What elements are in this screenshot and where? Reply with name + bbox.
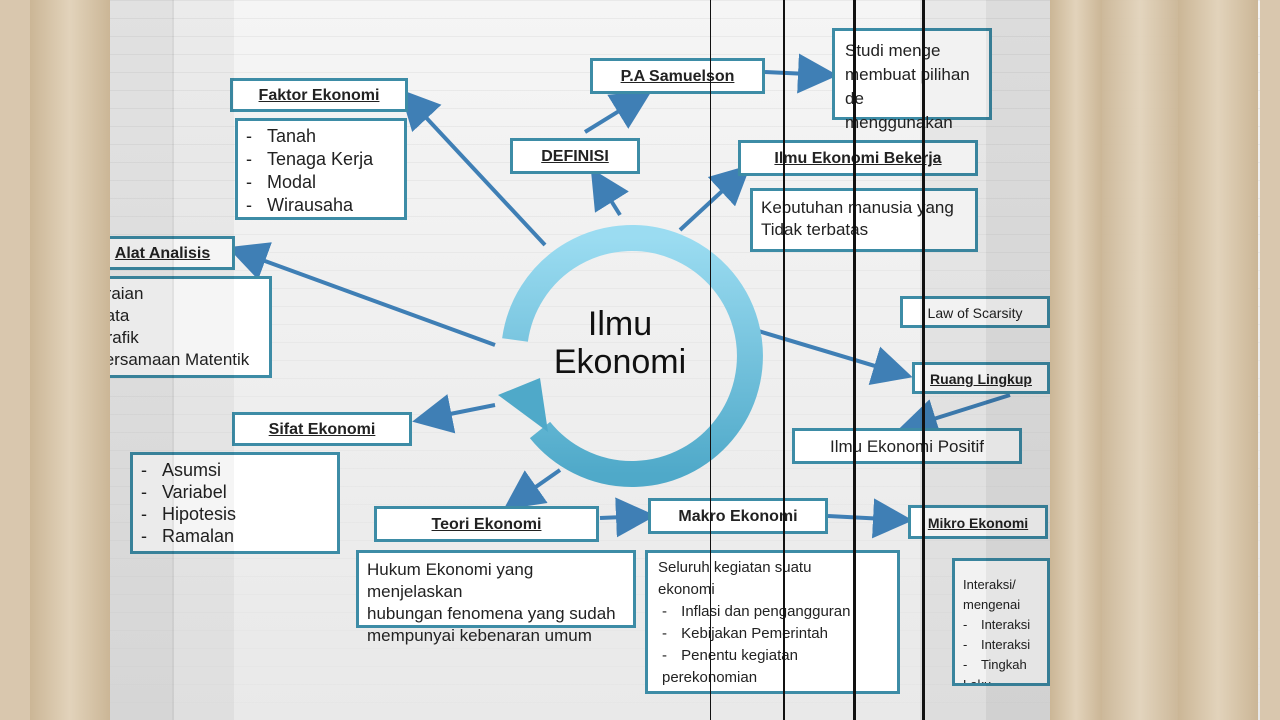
samuelson-node: P.A Samuelson bbox=[590, 58, 765, 94]
mikro-ekonomi-node: Mikro Ekonomi bbox=[908, 505, 1048, 539]
sifat-ekonomi-node: Sifat Ekonomi bbox=[232, 412, 412, 446]
mikro-ekonomi-desc: Interaksi/ mengenai InteraksiInteraksiTi… bbox=[952, 558, 1050, 686]
definisi-node: DEFINISI bbox=[510, 138, 640, 174]
ruang-lingkup-node: Ruang Lingkup bbox=[912, 362, 1050, 394]
fold-seam bbox=[853, 0, 856, 720]
makro-ekonomi-node: Makro Ekonomi bbox=[648, 498, 828, 534]
cycle-ring-icon bbox=[502, 225, 763, 487]
fold-seam bbox=[783, 0, 785, 720]
faktor-ekonomi-list: TanahTenaga Kerja ModalWirausaha bbox=[235, 118, 407, 220]
sifat-ekonomi-list: AsumsiVariabelHipotesisRamalan bbox=[130, 452, 340, 554]
fold-panel-right-3 bbox=[1178, 0, 1258, 720]
ekonomi-positif-node: Ilmu Ekonomi Positif bbox=[792, 428, 1022, 464]
fold-seam bbox=[710, 0, 711, 720]
fold-seam bbox=[922, 0, 925, 720]
teori-ekonomi-node: Teori Ekonomi bbox=[374, 506, 599, 542]
ilmu-bekerja-node: Ilmu Ekonomi Bekerja bbox=[738, 140, 978, 176]
fold-panel-right-1 bbox=[1050, 0, 1102, 720]
alat-analisis-node: Alat Analisis bbox=[90, 236, 235, 270]
fold-panel-right-2 bbox=[1102, 0, 1178, 720]
faktor-ekonomi-node: Faktor Ekonomi bbox=[230, 78, 408, 112]
fold-panel-left bbox=[30, 0, 110, 720]
law-scarsity-node: Law of Scarsity bbox=[900, 296, 1050, 328]
